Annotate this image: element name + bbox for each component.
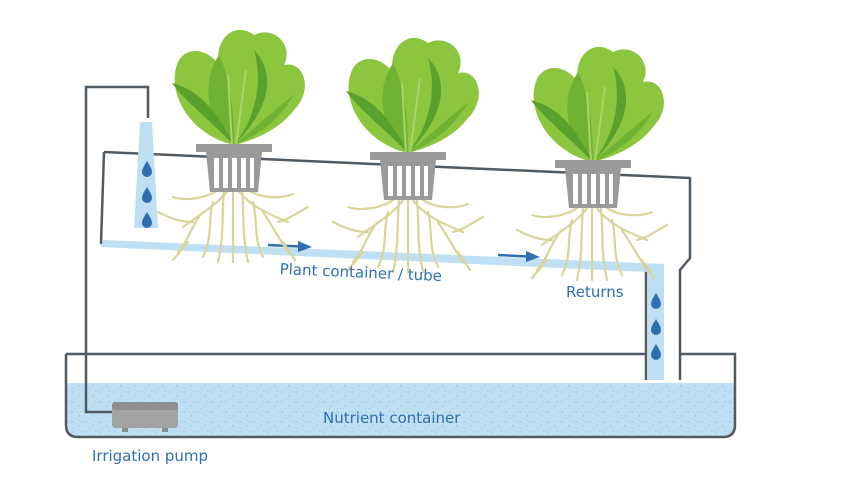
lettuce-plant-icon — [515, 45, 669, 282]
pump-pipe — [84, 85, 150, 414]
nutrient-container-label: Nutrient container — [323, 409, 461, 427]
lettuce-plant-icon — [331, 36, 485, 274]
flow-arrow-icon — [497, 251, 540, 262]
lettuce-plant-icon — [156, 28, 310, 264]
returns-label: Returns — [566, 283, 624, 301]
nutrient-container — [64, 352, 737, 439]
pump-icon — [112, 402, 178, 432]
irrigation-pump-label: Irrigation pump — [92, 447, 209, 465]
